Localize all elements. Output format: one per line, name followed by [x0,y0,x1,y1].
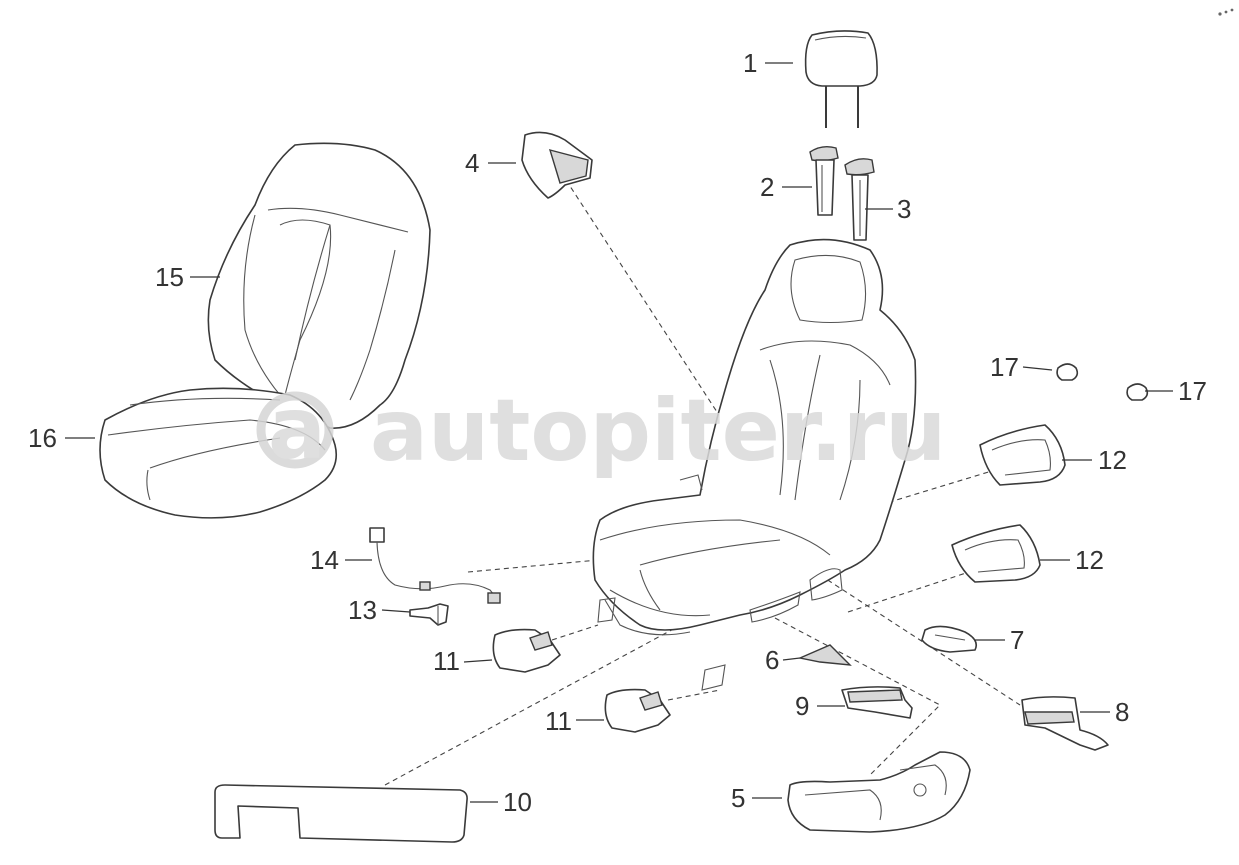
callout-11a: 11 [433,646,460,676]
part-17-clip-b [1126,383,1149,401]
part-3-headrest-guide [844,158,875,241]
callout-6: 6 [765,645,779,675]
callout-7: 7 [1010,625,1024,655]
part-11-rail-cover-a [492,628,561,673]
part-16-seat-cushion-cover [99,387,338,519]
assembly-lines [384,179,1021,786]
part-5-side-shield [787,751,971,833]
callout-8: 8 [1115,697,1129,727]
part-12-side-cover-a [979,424,1066,486]
part-1-headrest [804,30,878,128]
part-4-trim-cover [521,131,593,199]
callout-3: 3 [897,194,911,224]
part-7-lever [921,625,978,653]
part-15-seatback-cover [207,142,431,429]
callout-4: 4 [465,148,479,178]
part-8-bracket [1021,696,1109,751]
watermark-text: autopiter.ru [370,381,946,481]
part-17-clip-a [1056,363,1079,381]
part-14-wire-harness [369,527,501,604]
callout-labels: 1 2 3 4 5 6 7 8 9 10 11 11 12 12 13 14 1… [28,48,1207,817]
callout-16: 16 [28,423,57,453]
watermark-a-glyph: a [268,379,326,479]
callout-12b: 12 [1075,545,1104,575]
callout-5: 5 [731,783,745,813]
callout-11b: 11 [545,706,572,736]
leader-lines [65,62,1173,803]
corner-mark [1218,8,1234,16]
callout-15: 15 [155,262,184,292]
callout-13: 13 [348,595,377,625]
callout-10: 10 [503,787,532,817]
part-6-trim [797,644,852,666]
callout-17a: 17 [990,352,1019,382]
watermark: a autopiter.ru [256,379,946,481]
part-11-rail-cover-b [604,688,671,733]
part-2-headrest-guide [809,145,839,216]
callout-9: 9 [795,691,809,721]
callout-14: 14 [310,545,339,575]
part-10-trim-strip [214,784,468,843]
part-9-cover [841,686,913,719]
seat-assembly [592,238,917,691]
callout-17b: 17 [1178,376,1207,406]
part-13-clip [409,603,449,626]
callout-12a: 12 [1098,445,1127,475]
callout-2: 2 [760,172,774,202]
part-12-side-cover-b [951,524,1041,583]
callout-1: 1 [743,48,757,78]
